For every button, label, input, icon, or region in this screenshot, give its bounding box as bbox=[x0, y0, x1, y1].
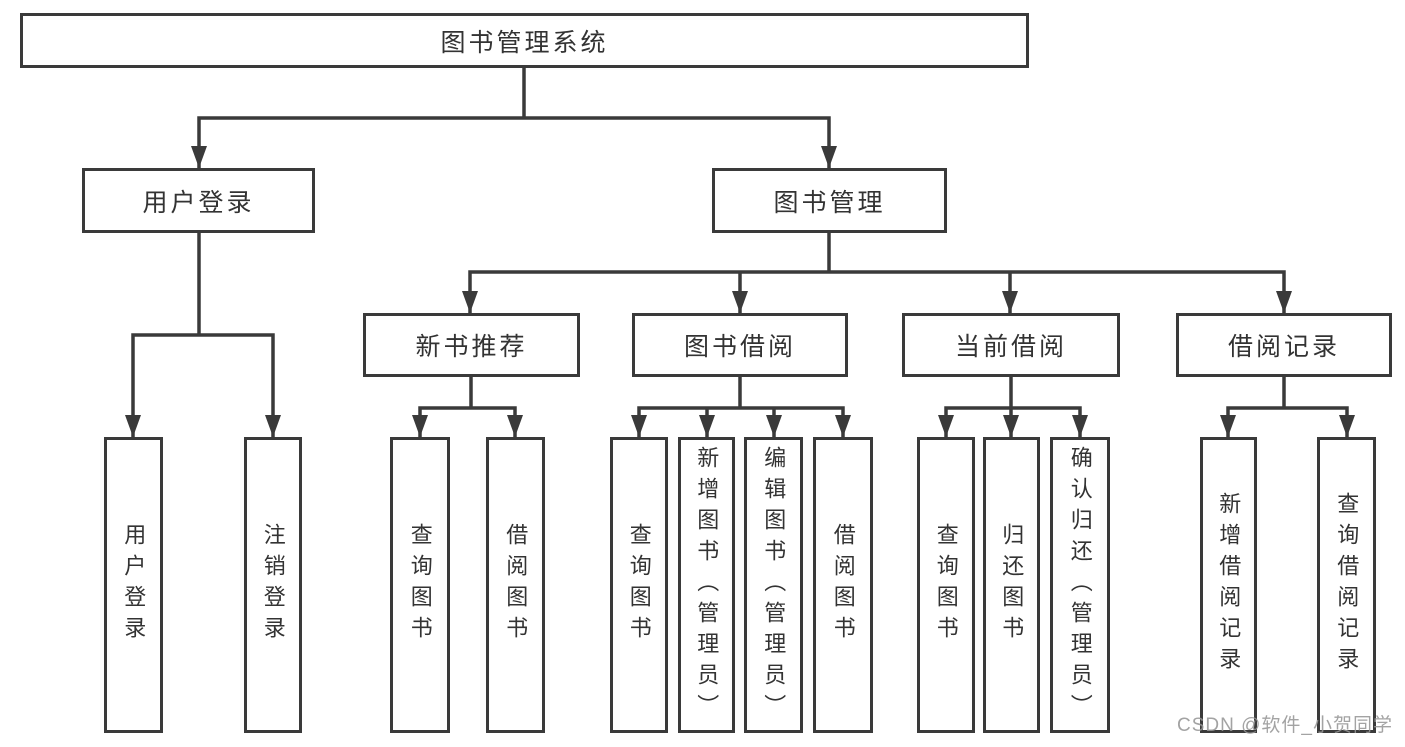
connector-mgmt-level3 bbox=[468, 233, 1286, 313]
leaf-add-borrow-record-label: 新增借阅记录 bbox=[1216, 492, 1242, 678]
node-root-label: 图书管理系统 bbox=[440, 28, 609, 57]
node-borrow-records-label: 借阅记录 bbox=[1227, 333, 1340, 361]
node-book-borrow: 图书借阅 bbox=[632, 313, 848, 377]
node-new-book-recommend-label: 新书推荐 bbox=[415, 333, 528, 361]
node-current-borrow: 当前借阅 bbox=[902, 313, 1120, 377]
leaf-add-book-admin: 新增图书（管理员） bbox=[678, 437, 735, 733]
leaf-query-books-current: 查询图书 bbox=[917, 437, 975, 733]
leaf-edit-book-admin: 编辑图书（管理员） bbox=[744, 437, 803, 733]
leaf-logout-label: 注销登录 bbox=[260, 523, 286, 647]
leaf-return-books: 归还图书 bbox=[983, 437, 1040, 733]
leaf-query-books-recommend: 查询图书 bbox=[390, 437, 450, 733]
node-book-borrow-label: 图书借阅 bbox=[683, 333, 796, 361]
arrowheads bbox=[125, 146, 1355, 437]
leaf-user-login-label: 用户登录 bbox=[121, 523, 147, 647]
connector-borrow-leaves bbox=[637, 377, 845, 437]
node-user-login-label: 用户登录 bbox=[142, 188, 255, 217]
node-book-management: 图书管理 bbox=[712, 168, 947, 233]
node-borrow-records: 借阅记录 bbox=[1176, 313, 1392, 377]
leaf-query-books-borrow: 查询图书 bbox=[610, 437, 668, 733]
leaf-edit-book-admin-label: 编辑图书（管理员） bbox=[761, 445, 787, 725]
leaf-borrow-books-2-label: 借阅图书 bbox=[830, 523, 856, 647]
leaf-user-login: 用户登录 bbox=[104, 437, 163, 733]
node-user-login: 用户登录 bbox=[82, 168, 315, 233]
leaf-query-borrow-record: 查询借阅记录 bbox=[1317, 437, 1376, 733]
node-book-management-label: 图书管理 bbox=[773, 188, 886, 217]
connector-login-leaves bbox=[131, 233, 275, 437]
leaf-query-books-recommend-label: 查询图书 bbox=[407, 523, 433, 647]
node-current-borrow-label: 当前借阅 bbox=[954, 333, 1067, 361]
node-new-book-recommend: 新书推荐 bbox=[363, 313, 580, 377]
leaf-borrow-books-recommend: 借阅图书 bbox=[486, 437, 545, 733]
leaf-confirm-return-admin-label: 确认归还（管理员） bbox=[1067, 445, 1093, 725]
leaf-return-books-label: 归还图书 bbox=[999, 523, 1025, 647]
leaf-add-book-admin-label: 新增图书（管理员） bbox=[694, 445, 720, 725]
leaf-query-books-borrow-label: 查询图书 bbox=[626, 523, 652, 647]
leaf-borrow-books-recommend-label: 借阅图书 bbox=[503, 523, 529, 647]
leaf-confirm-return-admin: 确认归还（管理员） bbox=[1050, 437, 1110, 733]
node-root: 图书管理系统 bbox=[20, 13, 1029, 68]
watermark: CSDN @软件_小贺同学 bbox=[1177, 715, 1393, 736]
connector-records-leaves bbox=[1226, 377, 1349, 437]
leaf-query-books-current-label: 查询图书 bbox=[933, 523, 959, 647]
leaf-borrow-books-2: 借阅图书 bbox=[813, 437, 873, 733]
leaf-logout: 注销登录 bbox=[244, 437, 302, 733]
connector-recommend-leaves bbox=[418, 377, 517, 437]
leaf-add-borrow-record: 新增借阅记录 bbox=[1200, 437, 1257, 733]
leaf-query-borrow-record-label: 查询借阅记录 bbox=[1334, 492, 1360, 678]
connector-root-level2 bbox=[197, 68, 831, 168]
